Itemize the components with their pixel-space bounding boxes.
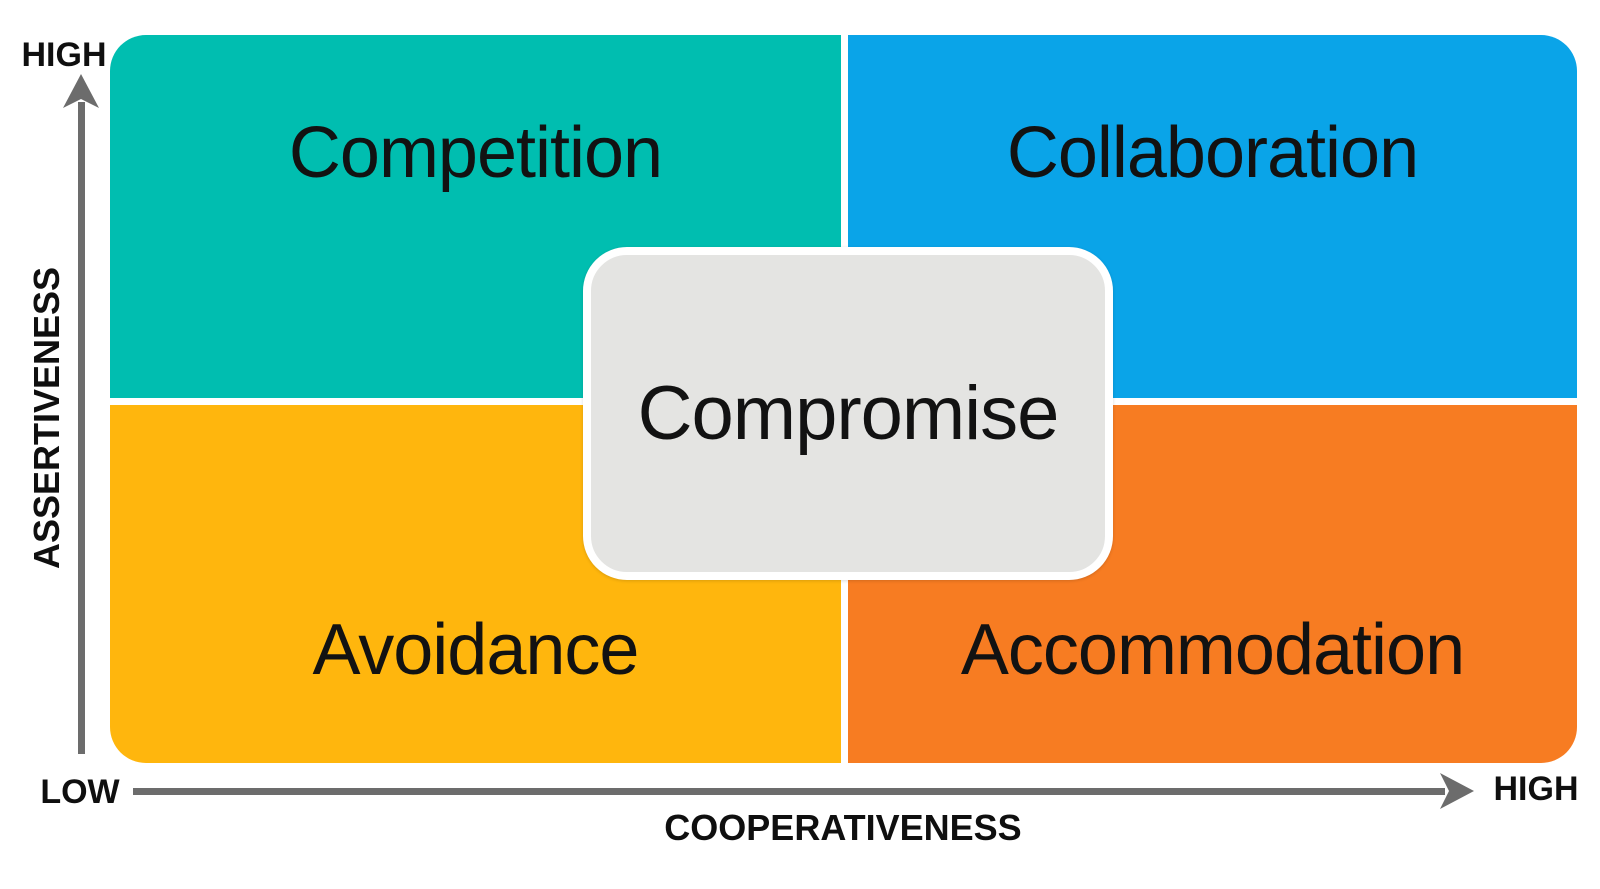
center-card-label: Compromise xyxy=(637,371,1060,456)
x-axis-line xyxy=(133,788,1445,795)
quadrant-avoidance: Avoidance xyxy=(110,405,841,763)
y-axis-high-label: HIGH xyxy=(21,36,107,74)
center-card-compromise: Compromise xyxy=(583,247,1113,580)
up-arrow-shape xyxy=(63,74,99,108)
up-arrow-icon xyxy=(63,74,99,108)
right-arrow-icon xyxy=(1440,773,1474,809)
y-axis-title: ASSERTIVENESS xyxy=(26,266,67,570)
quadrant-label-collaboration: Collaboration xyxy=(1006,113,1419,193)
quadrant-label-avoidance: Avoidance xyxy=(312,610,640,690)
quadrant-label-competition: Competition xyxy=(288,113,663,193)
quadrant-label-accommodation: Accommodation xyxy=(960,610,1465,690)
x-axis-title: COOPERATIVENESS xyxy=(664,807,1022,848)
x-axis-high-label: HIGH xyxy=(1493,770,1579,808)
origin-low-label: LOW xyxy=(40,773,120,811)
quadrant-competition: Competition xyxy=(110,35,841,398)
y-axis-line xyxy=(78,102,85,754)
right-arrow-shape xyxy=(1440,773,1474,809)
